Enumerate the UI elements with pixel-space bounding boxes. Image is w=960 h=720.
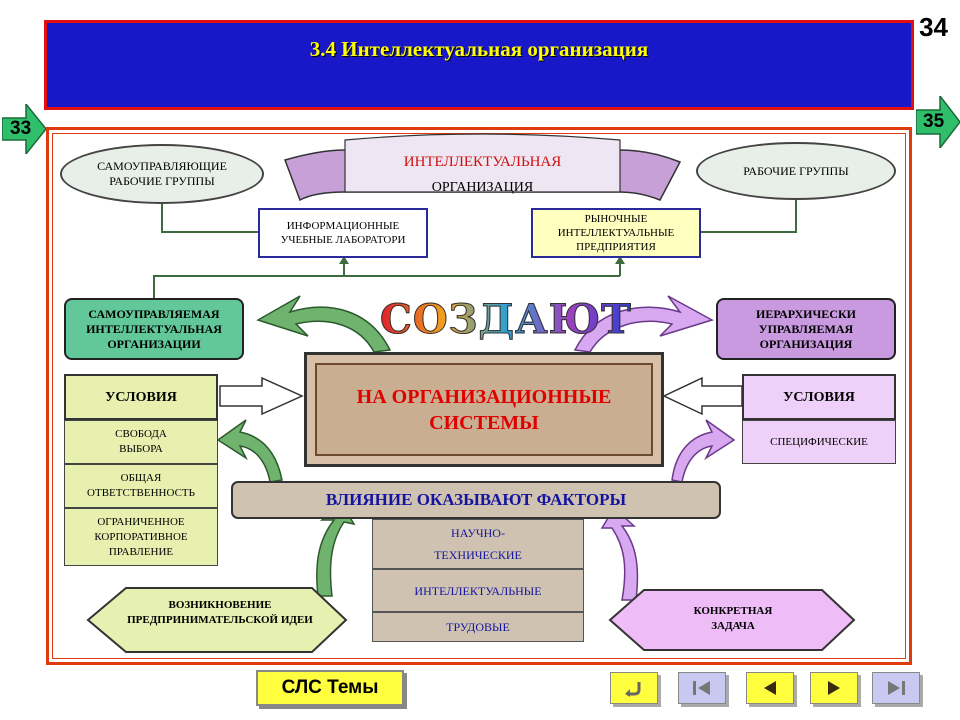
return-button[interactable] [610,672,658,704]
self-managed-org-box: САМОУПРАВЛЯЕМАЯ ИНТЕЛЛЕКТУАЛЬНАЯ ОРГАНИЗ… [64,298,244,360]
box-info-labs-label: ИНФОРМАЦИОННЫЕ УЧЕБНЫЕ ЛАБОРАТОРИ [280,220,406,246]
center-box: НА ОРГАНИЗАЦИОННЫЕ СИСТЕМЫ [304,352,664,467]
next-slide-arrow[interactable]: 35 [915,93,960,151]
prev-slide-arrow[interactable]: 33 [1,101,47,157]
right-condition-item: СПЕЦИФИЧЕСКИЕ [742,420,896,464]
left-conditions-header: УСЛОВИЯ [64,374,218,420]
box-market-enterprises: РЫНОЧНЫЕ ИНТЕЛЛЕКТУАЛЬНЫЕ ПРЕДПРИЯТИЯ [531,208,701,258]
left-condition-item: СВОБОДА ВЫБОРА [64,420,218,464]
next-slide-label: 35 [923,111,945,132]
factor-item: НАУЧНО-ТЕХНИЧЕСКИЕ [372,519,584,569]
creates-wordart-text: СОЗДАЮТ [380,296,632,344]
hex-entrepreneurial-idea-label: ВОЗНИКНОВЕНИЕ ПРЕДПРИНИМАТЕЛЬСКОЙ ИДЕИ [127,599,313,626]
self-managed-org-label: САМОУПРАВЛЯЕМАЯ ИНТЕЛЛЕКТУАЛЬНАЯ ОРГАНИЗ… [86,306,222,351]
center-box-label: НА ОРГАНИЗАЦИОННЫЕ СИСТЕМЫ [356,385,612,434]
banner-line2: ОРГАНИЗАЦИЯ [431,180,534,195]
left-condition-item: ОБЩАЯ ОТВЕТСТВЕННОСТЬ [64,464,218,508]
creates-wordart: СОЗДАЮТ [380,296,632,344]
oval-work-groups: РАБОЧИЕ ГРУППЫ [696,142,896,200]
prev-button[interactable] [746,672,794,704]
hierarchical-org-label: ИЕРАРХИЧЕСКИ УПРАВЛЯЕМАЯ ОРГАНИЗАЦИЯ [755,306,856,351]
right-arrow-icon [915,93,960,151]
oval-work-groups-label: РАБОЧИЕ ГРУППЫ [743,163,849,178]
factors-header: ВЛИЯНИЕ ОКАЗЫВАЮТ ФАКТОРЫ [231,481,721,519]
left-triangle-icon [764,681,776,695]
box-market-enterprises-label: РЫНОЧНЫЕ ИНТЕЛЛЕКТУАЛЬНЫЕ ПРЕДПРИЯТИЯ [557,213,675,253]
content-frame [46,127,912,665]
last-slide-button[interactable] [872,672,920,704]
hex-specific-task-label: КОНКРЕТНАЯ ЗАДАЧА [693,605,773,632]
hierarchical-org-box: ИЕРАРХИЧЕСКИ УПРАВЛЯЕМАЯ ОРГАНИЗАЦИЯ [716,298,896,360]
last-slide-icon [888,681,905,695]
first-slide-icon [693,681,710,695]
left-condition-item: ОГРАНИЧЕННОЕ КОРПОРАТИВНОЕ ПРАВЛЕНИЕ [64,508,218,566]
factor-item: ИНТЕЛЛЕКТУАЛЬНЫЕ [372,569,584,612]
right-conditions-header: УСЛОВИЯ [742,374,896,420]
return-icon [625,682,641,697]
box-info-labs: ИНФОРМАЦИОННЫЕ УЧЕБНЫЕ ЛАБОРАТОРИ [258,208,428,258]
page-title: 3.4 Интеллектуальная организация [309,37,649,61]
center-box-inner: НА ОРГАНИЗАЦИОННЫЕ СИСТЕМЫ [315,363,653,456]
title-bar: 3.4 Интеллектуальная организация [44,20,914,110]
prev-slide-label: 33 [10,118,32,139]
first-slide-button[interactable] [678,672,726,704]
oval-self-managed-groups-label: САМОУПРАВЛЯЮЩИЕ РАБОЧИЕ ГРУППЫ [97,159,227,188]
right-arrow-icon [1,101,47,157]
topics-button[interactable]: СЛС Темы [256,670,404,706]
oval-self-managed-groups: САМОУПРАВЛЯЮЩИЕ РАБОЧИЕ ГРУППЫ [60,144,264,204]
page-number: 34 [919,12,948,42]
factor-item: ТРУДОВЫЕ [372,612,584,642]
banner-line1: ИНТЕЛЛЕКТУАЛЬНАЯ [403,154,562,170]
next-button[interactable] [810,672,858,704]
right-triangle-icon [828,681,840,695]
